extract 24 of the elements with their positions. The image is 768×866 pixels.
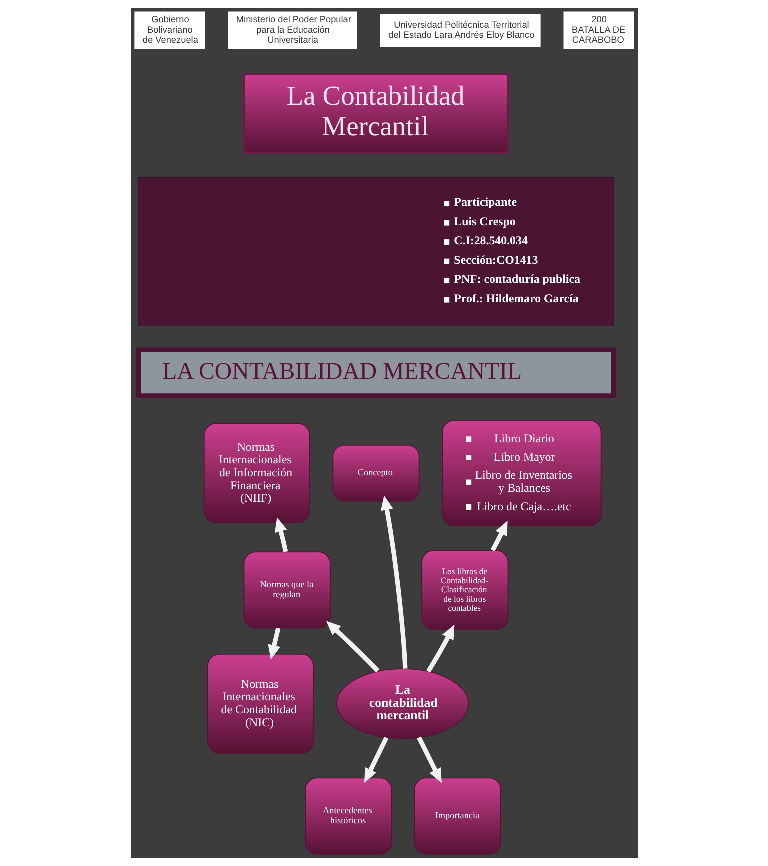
node-box: Libro Diario Libro Mayor Libro de Inventarios y Balances Libro de Caja….etc <box>442 420 602 527</box>
arrow <box>326 621 380 673</box>
label: Universidad Politécnica Territorial del Estado Lara Andrés Eloy Blanco <box>388 20 534 40</box>
node-box: Antecedentes históricos <box>304 778 392 855</box>
arrow <box>364 736 388 784</box>
node-box: Normas Internacionales de Información Financiera (NIIF) <box>203 423 310 524</box>
node-box: Concepto <box>332 444 420 502</box>
label: 200 BATALLA DE CARABOBO <box>571 14 626 45</box>
node-box: Normas que la regulan <box>243 552 330 629</box>
node-box: Participante Luis Crespo C.I:28.540.034 Sección:CO1413 PNF: contaduría publica Prof.: Hildemaro García <box>138 177 614 326</box>
arrow <box>274 518 288 552</box>
node-box: La Contabilidad Mercantil <box>242 73 509 154</box>
arrow <box>416 736 442 784</box>
label: Gobierno Bolivariano de Venezuela <box>142 14 198 45</box>
node-ellipse: La contabilidad mercantil <box>336 668 469 740</box>
node-box: Importancia <box>414 778 501 855</box>
node-box: Normas Internacionales de Contabilidad (NIC) <box>207 654 314 754</box>
label: Ministerio del Poder Popular para la Educación Universitaria <box>236 14 351 45</box>
node-box: Los libros de Contabilidad- Clasificación de los libros contables <box>421 550 508 630</box>
arrow <box>380 496 408 669</box>
arrow <box>426 624 454 673</box>
arrow <box>268 628 280 660</box>
node-box: LA CONTABILIDAD MERCANTIL <box>136 348 616 398</box>
arrow <box>490 520 508 552</box>
